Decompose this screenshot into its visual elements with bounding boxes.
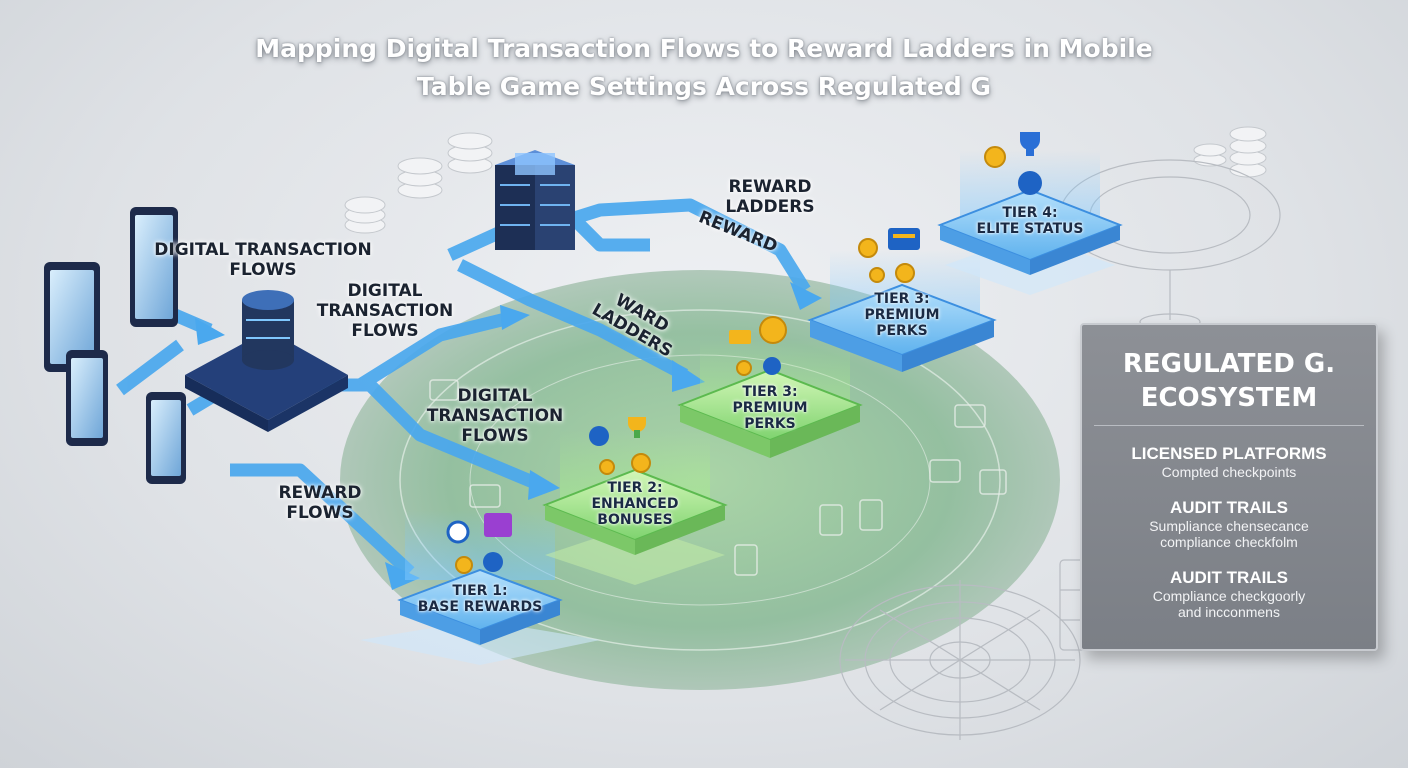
tier-3b-label: TIER 3: PREMIUM PERKS xyxy=(837,291,967,339)
tier-line: BONUSES xyxy=(597,512,673,528)
tier-3b-platform xyxy=(807,250,997,372)
trophy-icon xyxy=(628,132,1040,438)
panel-title-line: REGULATED G. xyxy=(1122,349,1336,379)
phone-icon xyxy=(146,392,186,484)
panel-item-sub: and incconmens xyxy=(1178,604,1280,620)
panel-item-heading: AUDIT TRAILS xyxy=(1169,498,1289,517)
tier-line: TIER 3: xyxy=(874,291,930,307)
coin-icon xyxy=(455,146,1006,574)
label-line: DIGITAL xyxy=(457,386,533,406)
label-line: REWARD xyxy=(728,177,812,197)
label-reward-flows: REWARD FLOWS xyxy=(265,483,375,523)
tier-line: ENHANCED xyxy=(591,496,679,512)
server-icon xyxy=(495,150,575,250)
panel-item-sub: Compted checkpoints xyxy=(1161,464,1297,480)
label-line: TRANSACTION xyxy=(316,301,454,321)
label-digital-transaction-flows-mid: DIGITAL TRANSACTION FLOWS xyxy=(310,281,460,341)
tier-line: TIER 4: xyxy=(1002,205,1058,221)
tier-line: ELITE STATUS xyxy=(976,221,1084,237)
panel-item-heading: LICENSED PLATFORMS xyxy=(1131,444,1327,463)
tablet-icon xyxy=(44,262,100,372)
panel-item-sub: Sumpliance chensecance xyxy=(1149,518,1309,534)
tier-1-label: TIER 1: BASE REWARDS xyxy=(415,583,545,615)
tier-line: PREMIUM xyxy=(864,307,940,323)
panel-item-audit-trails-1: AUDIT TRAILS Sumpliance chensecance comp… xyxy=(1082,498,1376,550)
label-line: REWARD xyxy=(278,483,362,503)
tier-line: BASE REWARDS xyxy=(417,599,543,615)
tier-line: PREMIUM xyxy=(732,400,808,416)
arrow-hub-to-tier1 xyxy=(230,463,415,577)
tier-3a-label: TIER 3: PREMIUM PERKS xyxy=(705,384,835,432)
panel-title-line: ECOSYSTEM xyxy=(1140,383,1318,413)
arrow-hub-to-server xyxy=(356,311,512,391)
panel-divider xyxy=(1094,425,1364,426)
panel-item-audit-trails-2: AUDIT TRAILS Compliance checkgoorly and … xyxy=(1082,568,1376,620)
chip-stack-icon xyxy=(344,126,1267,234)
label-line: FLOWS xyxy=(229,260,297,280)
arrow-server-to-tier3a xyxy=(457,259,689,381)
regulated-ecosystem-panel: REGULATED G. ECOSYSTEM LICENSED PLATFORM… xyxy=(1080,323,1378,651)
arrow-device-hub-2 xyxy=(116,339,184,396)
tier-1-platform xyxy=(360,510,600,665)
label-line: DIGITAL xyxy=(347,281,423,301)
label-line: FLOWS xyxy=(351,321,419,341)
label-reward-ladders: REWARD LADDERS xyxy=(710,177,830,217)
label-line: FLOWS xyxy=(286,503,354,523)
label-digital-transaction-flows-low: DIGITAL TRANSACTION FLOWS xyxy=(425,386,565,446)
label-digital-transaction-flows-left: DIGITAL TRANSACTION FLOWS xyxy=(148,240,378,280)
page-title-line-1: Mapping Digital Transaction Flows to Rew… xyxy=(255,34,1153,63)
tier-line: PERKS xyxy=(876,323,928,339)
page-title-line-2: Table Game Settings Across Regulated G xyxy=(416,72,992,101)
page-title: Mapping Digital Transaction Flows to Rew… xyxy=(204,30,1204,106)
panel-item-sub: compliance checkfolm xyxy=(1160,534,1298,550)
panel-item-sub: Compliance checkgoorly xyxy=(1152,588,1306,604)
table-card-icons xyxy=(429,379,1007,576)
label-line: LADDERS xyxy=(725,197,815,217)
tier-2-label: TIER 2: ENHANCED BONUSES xyxy=(570,480,700,528)
star-icon xyxy=(446,171,1042,572)
tier-line: PERKS xyxy=(744,416,796,432)
tier-3a-platform xyxy=(677,340,863,458)
panel-item-heading: AUDIT TRAILS xyxy=(1169,568,1289,587)
phone-icon xyxy=(66,350,108,446)
tier-line: TIER 2: xyxy=(607,480,663,496)
phone-icon xyxy=(130,207,178,327)
label-line: FLOWS xyxy=(461,426,529,446)
label-line: DIGITAL TRANSACTION xyxy=(154,240,372,260)
panel-item-licensed-platforms: LICENSED PLATFORMS Compted checkpoints xyxy=(1082,444,1376,480)
tier-line: TIER 1: xyxy=(452,583,508,599)
label-line: TRANSACTION xyxy=(426,406,564,426)
panel-title: REGULATED G. ECOSYSTEM xyxy=(1082,347,1376,415)
tier-4-label: TIER 4: ELITE STATUS xyxy=(965,205,1095,237)
database-icon xyxy=(185,290,348,432)
tier-line: TIER 3: xyxy=(742,384,798,400)
card-icon xyxy=(484,228,920,537)
